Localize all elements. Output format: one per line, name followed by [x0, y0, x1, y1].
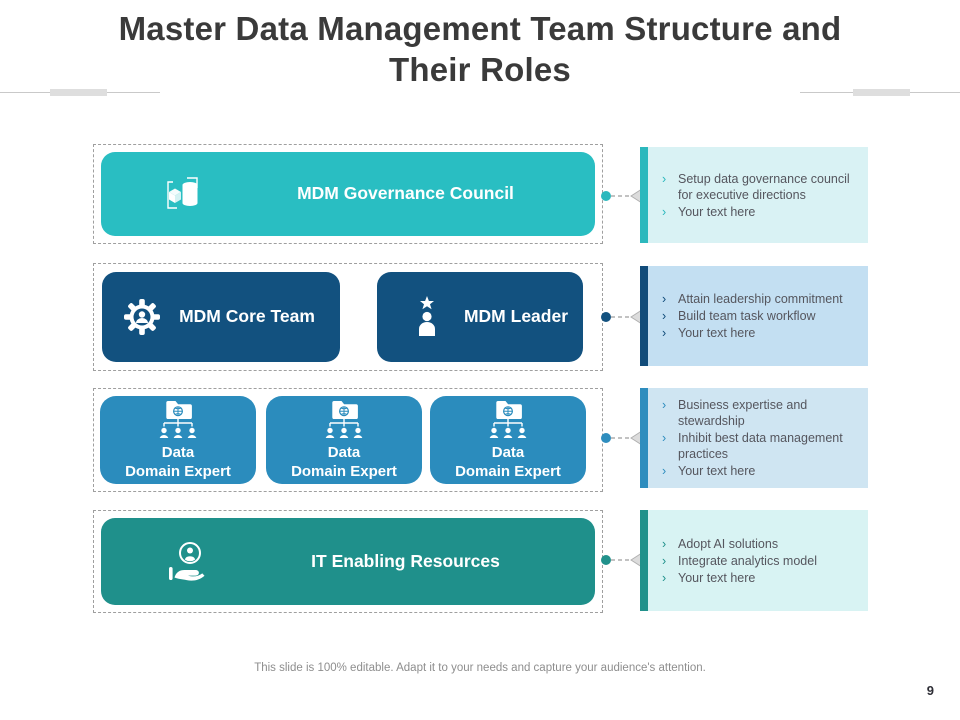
governance-council-box: MDM Governance Council	[101, 152, 595, 236]
governance-council-label: MDM Governance Council	[297, 183, 514, 204]
gear-person-icon	[120, 295, 164, 339]
it-resources-callout: › Adopt AI solutions › Integrate analyti…	[648, 510, 868, 611]
bullet-glyph: ›	[662, 431, 667, 445]
mdm-core-team-label: MDM Core Team	[179, 306, 315, 327]
bullet-item: › Build team task workflow	[658, 308, 856, 324]
bullet-item: › Business expertise and stewardship	[658, 397, 856, 429]
callout-accent-bar	[640, 510, 648, 611]
bullet-item: › Your text here	[658, 204, 856, 220]
title-divider-accent-left	[50, 89, 107, 96]
row-core-team-leader: MDM Core Team MDM Leader ›	[0, 263, 960, 371]
editable-note: This slide is 100% editable. Adapt it to…	[254, 662, 706, 674]
domain-folder-icon	[149, 398, 207, 440]
hand-person-icon	[163, 539, 209, 585]
bullet-glyph: ›	[662, 464, 667, 478]
leader-star-icon	[413, 294, 441, 340]
bullet-item: › Your text here	[658, 325, 856, 341]
mdm-leader-label: MDM Leader	[463, 306, 569, 327]
slide-title: Master Data Management Team Structure an…	[118, 10, 842, 89]
bullet-item: › Integrate analytics model	[658, 553, 856, 569]
callout-accent-bar	[640, 147, 648, 243]
bullet-item: › Attain leadership commitment	[658, 291, 856, 307]
it-enabling-resources-label: IT Enabling Resources	[311, 550, 500, 571]
row-it-enabling-resources: IT Enabling Resources › Adopt AI solutio…	[0, 510, 960, 613]
database-icon	[163, 172, 203, 216]
bullet-glyph: ›	[662, 398, 667, 412]
mdm-leader-box: MDM Leader	[377, 272, 583, 362]
data-domain-expert-box-2: Data Domain Expert	[266, 396, 422, 484]
mdm-core-team-box: MDM Core Team	[102, 272, 340, 362]
bullet-item: › Your text here	[658, 570, 856, 586]
bullet-glyph: ›	[662, 570, 667, 585]
it-enabling-resources-box: IT Enabling Resources	[101, 518, 595, 605]
row-governance-council: MDM Governance Council › Setup data gove…	[0, 144, 960, 244]
data-domain-expert-label: Data Domain Expert	[125, 444, 231, 480]
governance-callout: › Setup data governance council for exec…	[648, 147, 868, 243]
domain-folder-icon	[479, 398, 537, 440]
bullet-glyph: ›	[662, 292, 667, 306]
data-domain-expert-box-1: Data Domain Expert	[100, 396, 256, 484]
data-domain-expert-label: Data Domain Expert	[455, 444, 561, 480]
bullet-item: › Setup data governance council for exec…	[658, 171, 856, 203]
bullet-glyph: ›	[662, 204, 667, 219]
bullet-glyph: ›	[662, 309, 667, 323]
bullet-item: › Your text here	[658, 463, 856, 479]
bullet-item: › Inhibit best data management practices	[658, 430, 856, 462]
domain-folder-icon	[315, 398, 373, 440]
callout-accent-bar	[640, 388, 648, 488]
core-team-callout: › Attain leadership commitment › Build t…	[648, 266, 868, 366]
title-divider-accent-right	[853, 89, 910, 96]
page-number: 9	[926, 683, 934, 698]
data-domain-expert-label: Data Domain Expert	[291, 444, 397, 480]
bullet-glyph: ›	[662, 536, 667, 551]
bullet-item: › Adopt AI solutions	[658, 536, 856, 552]
callout-accent-bar	[640, 266, 648, 366]
data-domain-expert-box-3: Data Domain Expert	[430, 396, 586, 484]
row-data-domain-experts: Data Domain Expert Data Domain Expert	[0, 388, 960, 492]
bullet-glyph: ›	[662, 171, 667, 186]
bullet-glyph: ›	[662, 326, 667, 340]
domain-experts-callout: › Business expertise and stewardship › I…	[648, 388, 868, 488]
bullet-glyph: ›	[662, 553, 667, 568]
